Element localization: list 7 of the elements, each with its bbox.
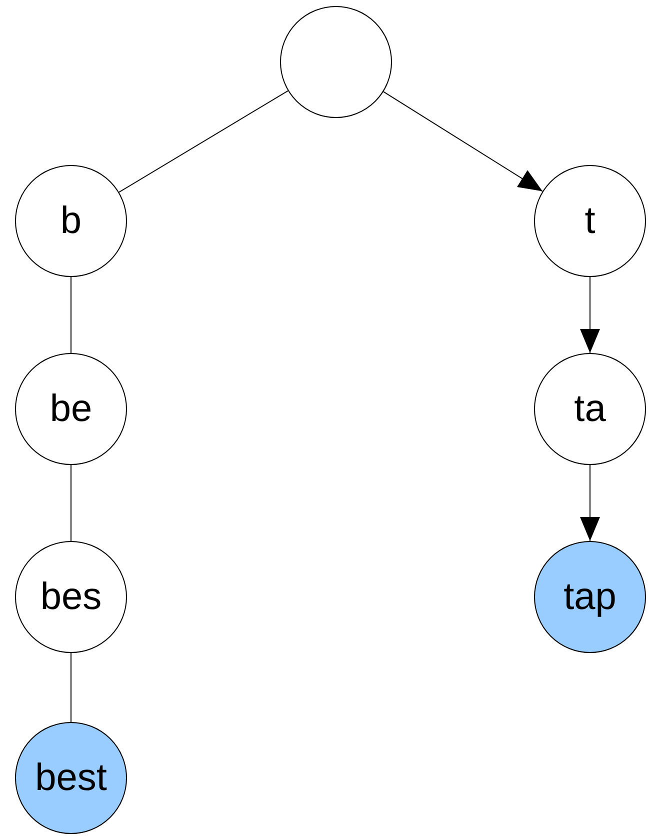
arrow: [580, 464, 600, 542]
connector-line: [118, 90, 288, 193]
arrow: [580, 276, 600, 354]
connector-line: [70, 652, 72, 722]
connector-line: [70, 464, 72, 542]
connector-line: [70, 276, 72, 354]
arrow: [382, 91, 544, 192]
